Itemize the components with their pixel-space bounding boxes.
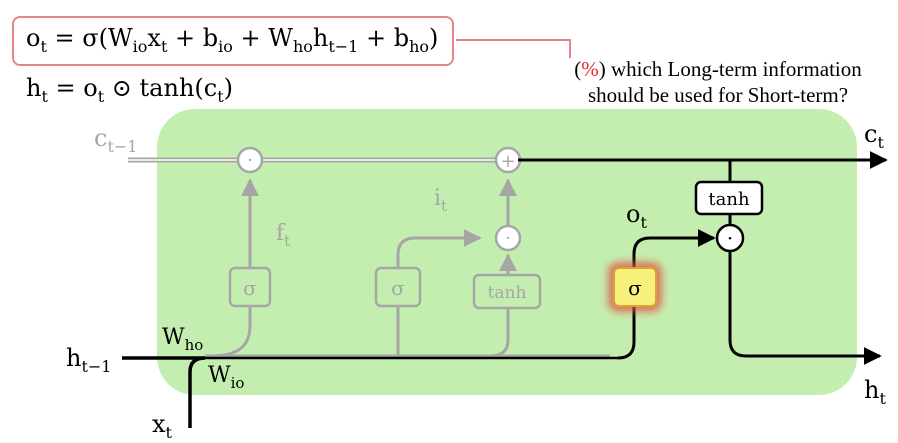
- h-t-label: ht: [864, 376, 886, 408]
- annotation-line-1: (%) which Long-term information: [574, 57, 862, 81]
- x-t-input-line: [188, 356, 206, 428]
- output-gate-formula: ot = σ(Wioxt + bio + Whoht−1 + bho): [26, 24, 439, 56]
- output-sigma-to-multiply-arrow: [632, 229, 716, 268]
- cell-background: [157, 109, 857, 395]
- input-sigma-label: σ: [391, 276, 405, 300]
- cell-tanh-label: tanh: [708, 189, 750, 210]
- f-t-label: ft: [276, 221, 290, 250]
- annotation-note: (%) which Long-term information should b…: [548, 56, 888, 108]
- output-sigma-label: σ: [628, 276, 642, 300]
- o-t-label: ot: [626, 200, 647, 232]
- forget-multiply-op: [236, 146, 264, 174]
- forget-sigma-box: [228, 266, 272, 308]
- input-sigma-box: [374, 266, 422, 308]
- c-t-label: ct: [864, 120, 884, 152]
- c-prev-label: ct−1: [94, 124, 137, 156]
- input-tanh-box: [472, 273, 542, 310]
- forget-sigma-label: σ: [243, 276, 257, 300]
- output-multiply-op: [715, 223, 745, 253]
- w-ho-label: Who: [162, 325, 203, 354]
- output-multiply-symbol: ·: [727, 226, 733, 250]
- percent-symbol: %: [581, 57, 599, 81]
- forget-multiply-symbol: ·: [247, 150, 253, 171]
- annotation-connector: [456, 39, 571, 58]
- annotation-line-2: should be used for Short-term?: [587, 83, 849, 107]
- inactive-paths: [128, 157, 610, 358]
- active-paths: [122, 151, 888, 428]
- w-io-label: Wio: [208, 363, 244, 392]
- cell-tanh-box: [694, 180, 764, 216]
- input-multiply-symbol: ·: [505, 228, 511, 249]
- i-t-label: it: [434, 186, 447, 215]
- hidden-state-formula: ht = ot ⊙ tanh(ct): [26, 74, 234, 106]
- output-sigma-box: [613, 267, 657, 307]
- output-gate-formula-box: [12, 16, 454, 66]
- x-t-label: xt: [152, 410, 173, 442]
- input-tanh-label: tanh: [488, 283, 527, 303]
- h-t-output-arrow: [728, 252, 882, 365]
- input-sigma-output-arrow: [396, 229, 482, 268]
- input-multiply-op: [494, 224, 522, 252]
- h-prev-label: ht−1: [66, 344, 111, 376]
- cell-add-symbol: +: [500, 151, 515, 172]
- bus-to-output-sigma: [617, 307, 636, 360]
